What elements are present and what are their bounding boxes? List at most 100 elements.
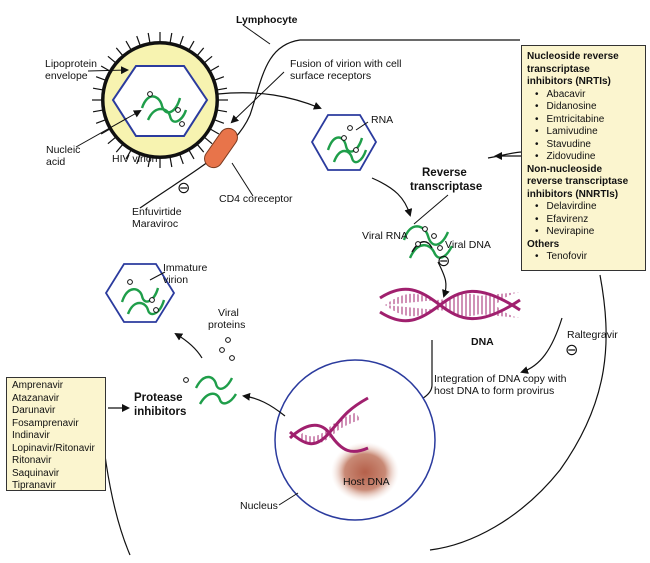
protease-drug: Amprenavir	[12, 380, 64, 391]
other-drug: Tenofovir	[535, 251, 640, 264]
fusion-label: Fusion of virion with cell	[290, 58, 402, 70]
nrti-heading-3: inhibitors (NRTIs)	[527, 76, 611, 87]
envelope-spike	[179, 35, 184, 46]
protease-drug: Lopinavir/Ritonavir	[12, 442, 95, 454]
viral-proteins	[183, 337, 238, 405]
envelope-spike	[204, 136, 213, 145]
envelope-spike	[107, 55, 116, 64]
envelope-spike	[214, 119, 225, 124]
nucleic-acid-label: Nucleic	[46, 144, 81, 156]
immature-virion-label: Immature	[163, 262, 208, 274]
envelope-spike	[179, 154, 184, 165]
viral-rna-strand	[140, 95, 182, 114]
viral-proteins-label-2: proteins	[208, 319, 246, 331]
nrti-heading-1: Nucleoside reverse	[527, 51, 619, 62]
protease-inhibitors-box: Amprenavir Atazanavir Darunavir Fosampre…	[6, 377, 106, 491]
envelope-spike	[92, 87, 103, 91]
envelope-spike	[217, 87, 228, 91]
envelope-spike	[169, 32, 173, 43]
nnrti-drug: Efavirenz	[535, 214, 640, 227]
cell-membrane	[139, 39, 520, 209]
raltegravir-label: Raltegravir	[567, 329, 618, 341]
enfuvirtide-label: Enfuvirtide	[132, 206, 182, 218]
nnrti-drug: Delavirdine	[535, 201, 640, 214]
envelope-spike	[196, 144, 205, 153]
inhibit-symbol-entry: ⊖	[177, 180, 191, 197]
viral-proteins-label: Viral	[218, 307, 239, 319]
integrated-dna-helix	[288, 396, 369, 453]
nrti-drug: Abacavir	[535, 89, 640, 102]
envelope-spike	[92, 109, 103, 113]
inhibit-symbol-rt: ⊖	[437, 253, 451, 270]
hiv-virion-label: HIV virion	[112, 153, 158, 165]
lipoprotein-envelope-label-2: envelope	[45, 70, 88, 82]
envelope-spike	[169, 157, 173, 168]
protease-drug: Tipranavir	[12, 480, 57, 491]
protease-drug: Darunavir	[12, 405, 56, 416]
envelope-spike	[115, 144, 124, 153]
cell-membrane-right	[429, 274, 607, 551]
dna-label: DNA	[471, 336, 494, 348]
protease-drug: Saquinavir	[12, 467, 60, 479]
rna-capsid	[310, 114, 378, 171]
hiv-virion	[92, 32, 228, 168]
envelope-spike	[100, 128, 111, 135]
inhibit-symbol-integrase: ⊖	[565, 342, 579, 359]
envelope-spike	[188, 40, 195, 51]
rna-label: RNA	[371, 114, 394, 126]
envelope-spike	[125, 40, 132, 51]
protease-drug: Fosamprenavir	[12, 417, 79, 429]
nnrti-heading-3: inhibitors (NNRTIs)	[527, 188, 619, 200]
nnrti-heading-2: reverse transcriptase	[527, 176, 629, 187]
nrti-drug: Emtricitabine	[535, 114, 640, 127]
envelope-spike	[196, 47, 205, 56]
nrti-drug: Lamivudine	[535, 126, 640, 139]
envelope-spike	[147, 157, 151, 168]
envelope-spike	[115, 47, 124, 56]
nrti-drug: Didanosine	[535, 101, 640, 114]
cd4-coreceptor-label: CD4 coreceptor	[219, 193, 293, 205]
immature-virion-label-2: virion	[163, 274, 189, 286]
reverse-transcriptase-label: Reverse	[422, 167, 467, 179]
envelope-spike	[209, 65, 220, 72]
maraviroc-label: Maraviroc	[132, 218, 179, 230]
reverse-transcriptase-label-2: transcriptase	[410, 181, 483, 193]
envelope-spike	[136, 154, 141, 165]
host-dna-blob	[331, 442, 399, 502]
cd4-coreceptor	[204, 127, 238, 169]
immature-virion	[104, 263, 176, 323]
envelope-spike	[147, 32, 151, 43]
envelope-spike	[95, 119, 106, 124]
protease-inhibitors-label-2: inhibitors	[134, 406, 187, 418]
nrti-heading-2: transcriptase	[527, 63, 590, 75]
nnrti-drug: Nevirapine	[535, 226, 640, 239]
integration-label: Integration of DNA copy with	[434, 373, 567, 385]
lipoprotein-envelope-label: Lipoprotein	[45, 58, 97, 70]
viral-dna-label: Viral DNA	[445, 239, 491, 251]
envelope-spike	[95, 76, 106, 81]
protease-drug: Ritonavir	[12, 455, 52, 466]
protease-drug: Indinavir	[12, 430, 50, 441]
protease-drug: Atazanavir	[12, 392, 60, 404]
protease-inhibitors-label: Protease	[134, 392, 183, 404]
envelope-spikes	[92, 32, 228, 168]
host-dna-label: Host DNA	[343, 476, 390, 488]
nnrti-heading-1: Non-nucleoside	[527, 163, 603, 175]
nucleic-acid-label-2: acid	[46, 156, 66, 168]
envelope-spike	[209, 128, 220, 135]
viral-dna-helix	[379, 287, 521, 323]
envelope-spike	[204, 55, 213, 64]
lymphocyte-label: Lymphocyte	[236, 14, 298, 26]
nucleus-label: Nucleus	[240, 500, 278, 512]
envelope-spike	[214, 76, 225, 81]
envelope-spike	[188, 149, 195, 160]
envelope-spike	[136, 35, 141, 46]
nrti-drug: Stavudine	[535, 139, 640, 152]
nrti-drug: Zidovudine	[535, 151, 640, 164]
envelope-spike	[217, 109, 228, 113]
viral-rna-dna-hybrid	[402, 225, 454, 259]
others-heading: Others	[527, 238, 560, 250]
envelope-spike	[107, 136, 116, 145]
viral-rna-label: Viral RNA	[362, 230, 408, 242]
